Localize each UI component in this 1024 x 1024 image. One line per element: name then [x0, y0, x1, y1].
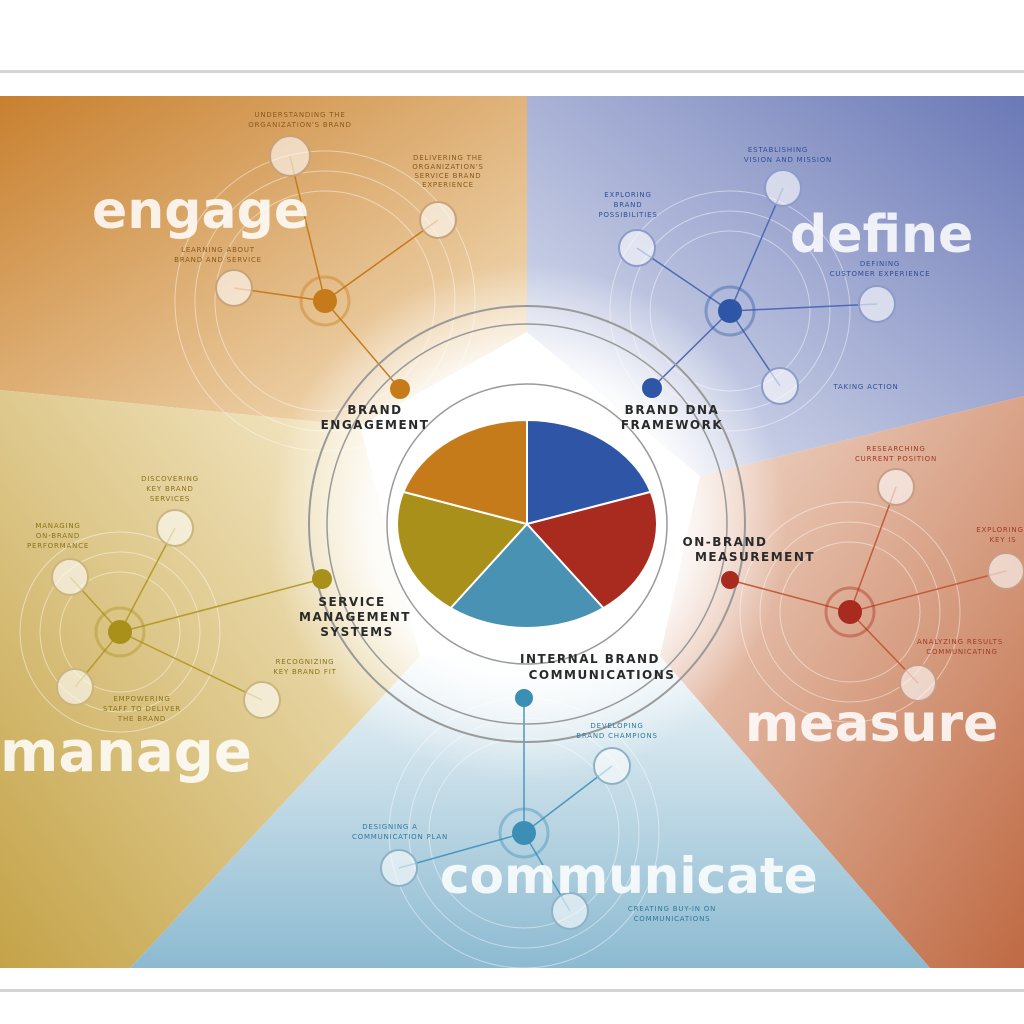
engage-junction: [390, 379, 410, 399]
manage-label-9: EMPOWERING: [113, 695, 170, 703]
manage-label-8: KEY BRAND FIT: [273, 668, 336, 676]
communicate-label-1: DEVELOPING: [590, 722, 643, 730]
manage-label-2: KEY BRAND: [146, 485, 194, 493]
manage-node-discovering: [156, 509, 194, 547]
top-divider: [0, 70, 1024, 73]
measure-word: measure: [745, 694, 998, 754]
engage-node-understanding: [269, 135, 311, 177]
manage-node-recognizing: [243, 681, 281, 719]
engage-node-learning: [215, 269, 253, 307]
define-node-establishing: [764, 169, 802, 207]
segment-label-service-2: MANAGEMENT: [299, 610, 411, 624]
engage-label-4: ORGANIZATION'S: [412, 163, 484, 171]
communicate-label-6: COMMUNICATIONS: [634, 915, 711, 923]
communicate-node-plan: [380, 849, 418, 887]
measure-label-5: ANALYZING RESULTS: [917, 638, 1003, 646]
engage-label-6: EXPERIENCE: [422, 181, 474, 189]
define-label-1: ESTABLISHING: [748, 146, 808, 154]
pie-slice-manage: [396, 490, 529, 610]
define-node-exploring: [618, 229, 656, 267]
define-label-2: VISION AND MISSION: [744, 156, 832, 164]
brand-process-diagram: engage define measure communicate manage…: [0, 96, 1024, 968]
center-ring-middle: [326, 323, 728, 725]
segment-label-service-3: SYSTEMS: [320, 625, 393, 639]
manage-label-4: MANAGING: [35, 522, 80, 530]
communicate-label-2: BRAND CHAMPIONS: [576, 732, 657, 740]
define-node-action: [761, 367, 799, 405]
communicate-label-4: COMMUNICATION PLAN: [352, 833, 448, 841]
segment-label-brand-engagement-2: ENGAGEMENT: [321, 418, 430, 432]
center-ring-outer: [308, 305, 746, 743]
manage-label-7: RECOGNIZING: [276, 658, 335, 666]
measure-junction: [721, 571, 739, 589]
define-junction: [642, 378, 662, 398]
manage-label-10: STAFF TO DELIVER: [103, 705, 181, 713]
manage-node-managing: [51, 558, 89, 596]
define-network: [636, 187, 878, 389]
measure-label-6: COMMUNICATING: [926, 648, 997, 656]
communicate-word: communicate: [440, 847, 818, 905]
define-hub: [718, 299, 742, 323]
measure-label-4: KEY IS: [990, 536, 1017, 544]
manage-node-empowering: [56, 668, 94, 706]
manage-junction: [312, 569, 332, 589]
engage-word: engage: [92, 181, 309, 241]
segment-label-internal-1: INTERNAL BRAND: [520, 652, 660, 666]
pie-slice-define: [526, 418, 652, 526]
bottom-divider: [0, 989, 1024, 992]
measure-node-exploring: [987, 552, 1024, 590]
manage-label-1: DISCOVERING: [141, 475, 199, 483]
define-label-6: DEFINING: [860, 260, 900, 268]
measure-label-1: RESEARCHING: [866, 445, 925, 453]
define-word: define: [790, 205, 973, 265]
segment-label-brand-dna-1: BRAND DNA: [625, 403, 720, 417]
measure-label-3: EXPLORING: [976, 526, 1023, 534]
measure-hub: [838, 600, 862, 624]
define-node-defining: [858, 285, 896, 323]
communicate-label-5: CREATING BUY-IN ON: [628, 905, 716, 913]
engage-label-8: BRAND AND SERVICE: [174, 256, 262, 264]
engage-network: [233, 155, 439, 390]
pie-slice-measure: [525, 490, 658, 610]
pie-slice-communicate: [449, 522, 605, 629]
manage-label-3: SERVICES: [150, 495, 190, 503]
define-label-4: BRAND: [614, 201, 643, 209]
engage-label-5: SERVICE BRAND: [415, 172, 482, 180]
segment-label-on-brand-2: MEASUREMENT: [695, 550, 815, 564]
engage-label-3: DELIVERING THE: [413, 154, 483, 162]
measure-label-2: CURRENT POSITION: [855, 455, 937, 463]
communicate-node-champions: [593, 747, 631, 785]
engage-label-1: UNDERSTANDING THE: [254, 111, 345, 119]
communicate-hub: [512, 821, 536, 845]
manage-hub: [108, 620, 132, 644]
communicate-region: [130, 656, 930, 968]
engage-node-delivering: [419, 201, 457, 239]
measure-node-researching: [877, 468, 915, 506]
define-label-8: TAKING ACTION: [832, 383, 898, 391]
communicate-junction: [515, 689, 533, 707]
segment-label-service-1: SERVICE: [318, 595, 385, 609]
segment-label-brand-dna-2: FRAMEWORK: [621, 418, 723, 432]
segment-label-brand-engagement-1: BRAND: [347, 403, 402, 417]
center-pie: [396, 418, 658, 629]
define-label-7: CUSTOMER EXPERIENCE: [830, 270, 931, 278]
manage-label-5: ON-BRAND: [36, 532, 80, 540]
communicate-node-buyin: [551, 892, 589, 930]
engage-label-2: ORGANIZATION'S BRAND: [248, 121, 351, 129]
manage-word: manage: [0, 720, 252, 785]
define-label-5: POSSIBILITIES: [598, 211, 657, 219]
manage-label-11: THE BRAND: [117, 715, 166, 723]
manage-label-6: PERFORMANCE: [27, 542, 89, 550]
measure-node-analyzing: [899, 664, 937, 702]
pie-slice-engage: [402, 418, 528, 526]
engage-hub: [313, 289, 337, 313]
define-label-3: EXPLORING: [604, 191, 651, 199]
segment-label-on-brand-1: ON-BRAND: [683, 535, 768, 549]
engage-label-7: LEARNING ABOUT: [181, 246, 255, 254]
segment-label-internal-2: COMMUNICATIONS: [529, 668, 676, 682]
communicate-label-3: DESIGNING A: [362, 823, 418, 831]
